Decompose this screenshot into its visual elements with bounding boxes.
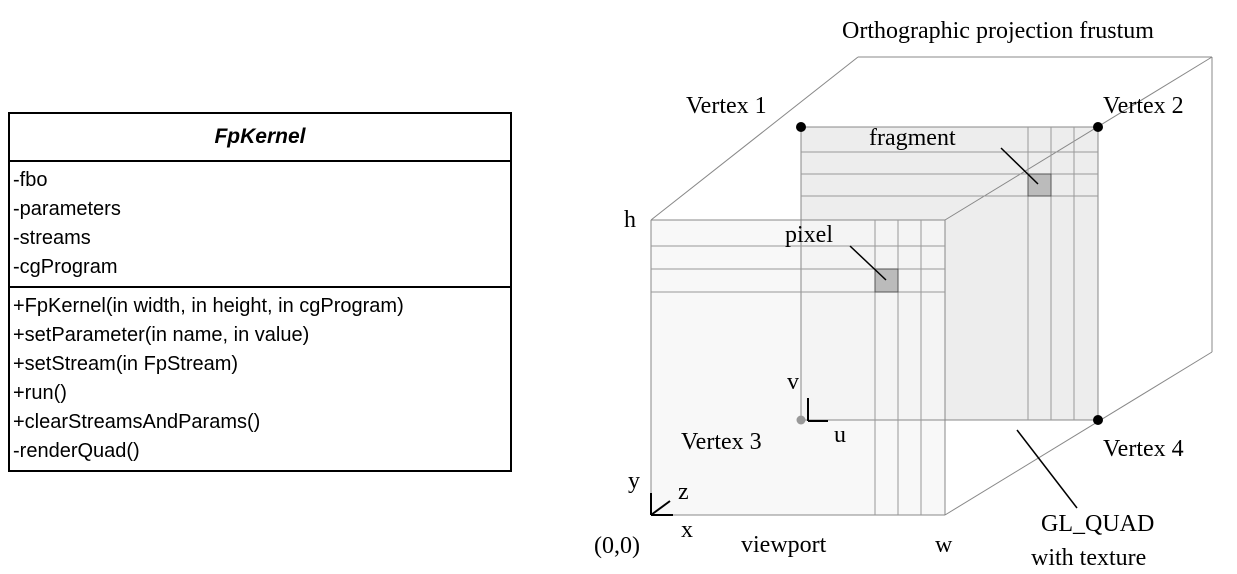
h-label: h — [624, 207, 636, 233]
y-label: y — [628, 468, 640, 494]
w-label: w — [935, 532, 953, 558]
operation-item: +clearStreamsAndParams() — [13, 411, 261, 433]
operation-item: +FpKernel(in width, in height, in cgProg… — [13, 295, 404, 317]
attribute-item: -cgProgram — [13, 256, 118, 278]
vertex-4-label: Vertex 4 — [1103, 436, 1184, 462]
attributes-section: -fbo -parameters -streams -cgProgram — [10, 162, 510, 288]
operation-item: +setParameter(in name, in value) — [13, 324, 310, 346]
gl-quad-label: GL_QUAD — [1041, 511, 1154, 537]
diagram-title: Orthographic projection frustum — [842, 18, 1154, 44]
attribute-item: -fbo — [13, 169, 48, 191]
x-label: x — [681, 517, 693, 543]
operation-item: +setStream(in FpStream) — [13, 353, 239, 375]
v-label: v — [787, 369, 799, 395]
vertex-3-dot — [796, 415, 806, 425]
operations-section: +FpKernel(in width, in height, in cgProg… — [10, 288, 510, 470]
pixel-grid — [651, 220, 945, 515]
attribute-item: -streams — [13, 227, 91, 249]
vertex-1-dot — [796, 122, 806, 132]
vertex-4-dot — [1093, 415, 1103, 425]
vertex-2-label: Vertex 2 — [1103, 93, 1184, 119]
z-label: z — [678, 479, 689, 505]
uv-axes — [807, 398, 828, 422]
vertex-3-label: Vertex 3 — [681, 429, 762, 455]
class-name: FpKernel — [10, 114, 510, 162]
viewport-face — [651, 220, 945, 515]
uml-class-box: FpKernel -fbo -parameters -streams -cgPr… — [8, 112, 512, 472]
vertex-2-dot — [1093, 122, 1103, 132]
fragment-label: fragment — [869, 125, 956, 151]
viewport-label: viewport — [741, 532, 827, 558]
xyz-axes — [650, 493, 673, 516]
vertex-1-label: Vertex 1 — [686, 93, 767, 119]
operation-item: +run() — [13, 382, 67, 404]
attribute-item: -parameters — [13, 198, 121, 220]
origin-label: (0,0) — [594, 533, 640, 559]
u-label: u — [834, 422, 846, 448]
leader-lines — [849, 147, 1078, 509]
pixel-label: pixel — [785, 222, 833, 248]
with-texture-label: with texture — [1031, 545, 1146, 571]
operation-item: -renderQuad() — [13, 440, 140, 462]
